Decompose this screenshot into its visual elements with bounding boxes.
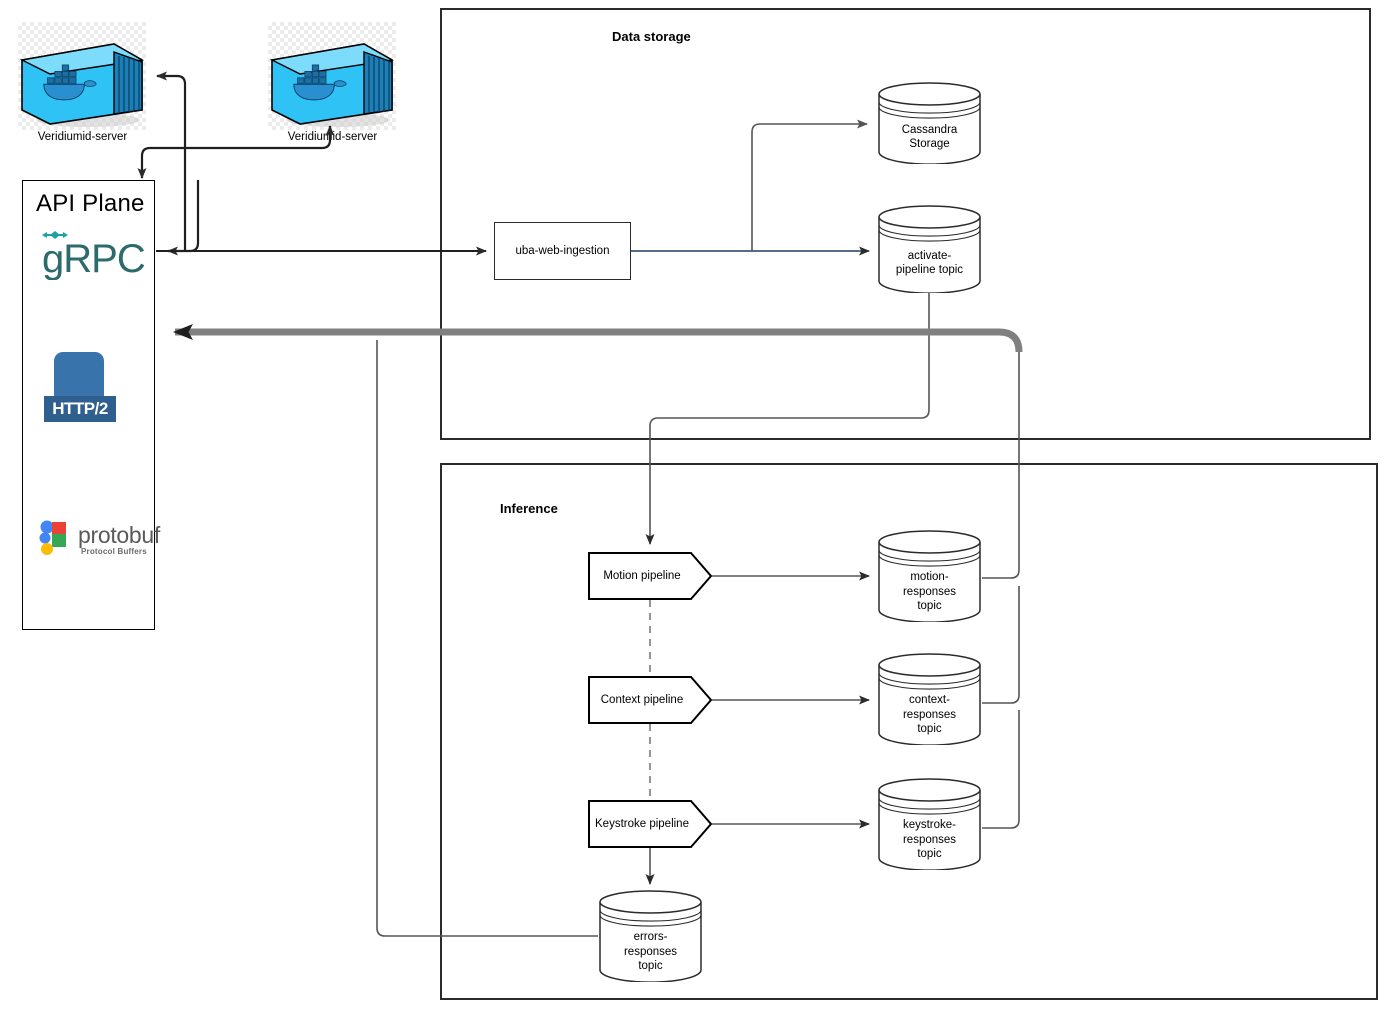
- store-keystroke-line1: keystroke-: [902, 819, 957, 832]
- store-motion-line2: responses: [902, 585, 957, 598]
- store-activate-pipeline-topic[interactable]: activate- pipeline topic: [877, 205, 982, 293]
- store-motion-line3: topic: [917, 600, 942, 613]
- store-keystroke-line2: responses: [902, 833, 957, 846]
- group-data-storage-title: Data storage: [612, 29, 691, 44]
- store-errors-line2: responses: [623, 945, 678, 958]
- store-keystroke-responses-topic[interactable]: keystroke- responses topic: [877, 778, 982, 870]
- svg-text:gRPC: gRPC: [42, 237, 145, 280]
- edge-inbound-to-api-plane-grpc: [167, 180, 200, 256]
- group-inference-title: Inference: [500, 501, 558, 516]
- pipeline-keystroke-label: Keystroke pipeline: [595, 818, 689, 830]
- store-errors-responses-topic[interactable]: errors- responses topic: [598, 890, 703, 982]
- store-cassandra-line1: Cassandra: [901, 123, 958, 136]
- store-motion-responses-topic[interactable]: motion- responses topic: [877, 530, 982, 622]
- server-1-caption: Veridiumid-server: [37, 131, 128, 143]
- store-activate-line2: pipeline topic: [895, 264, 964, 276]
- pipeline-context-label: Context pipeline: [600, 694, 684, 706]
- store-cassandra-line2: Storage: [909, 138, 950, 150]
- store-context-responses-topic[interactable]: context- responses topic: [877, 653, 982, 745]
- docker-container-icon-2: [268, 22, 396, 130]
- http2-logo-icon: HTTP/2: [44, 352, 120, 428]
- store-errors-line3: topic: [638, 960, 663, 973]
- pipeline-motion-label: Motion pipeline: [603, 570, 681, 582]
- store-cassandra-storage[interactable]: Cassandra Storage: [877, 82, 982, 164]
- protobuf-logo-icon: protobuf Protocol Buffers: [38, 520, 160, 560]
- store-errors-line1: errors-: [633, 931, 668, 944]
- server-2-caption: Veridiumid-server: [287, 131, 378, 143]
- api-plane-title: API Plane: [36, 190, 145, 217]
- store-context-line1: context-: [909, 694, 950, 707]
- grpc-logo-icon: gRPC: [40, 228, 150, 280]
- protobuf-logo-subtitle: Protocol Buffers: [81, 547, 147, 556]
- store-context-line2: responses: [902, 708, 957, 721]
- service-uba-web-ingestion-label: uba-web-ingestion: [515, 245, 610, 257]
- store-keystroke-line3: topic: [917, 848, 942, 861]
- store-motion-line1: motion-: [910, 571, 949, 584]
- store-context-line3: topic: [917, 723, 942, 736]
- service-uba-web-ingestion[interactable]: uba-web-ingestion: [494, 222, 631, 280]
- pipeline-keystroke[interactable]: Keystroke pipeline: [588, 800, 712, 848]
- store-activate-line1: activate-: [907, 249, 952, 262]
- http2-logo-label: HTTP/2: [52, 399, 108, 418]
- pipeline-context[interactable]: Context pipeline: [588, 676, 712, 724]
- docker-container-icon-1: [18, 22, 146, 130]
- pipeline-motion[interactable]: Motion pipeline: [588, 552, 712, 600]
- edge-api-plane-to-server-1: [156, 71, 187, 252]
- protobuf-logo-wordmark: protobuf: [78, 522, 160, 548]
